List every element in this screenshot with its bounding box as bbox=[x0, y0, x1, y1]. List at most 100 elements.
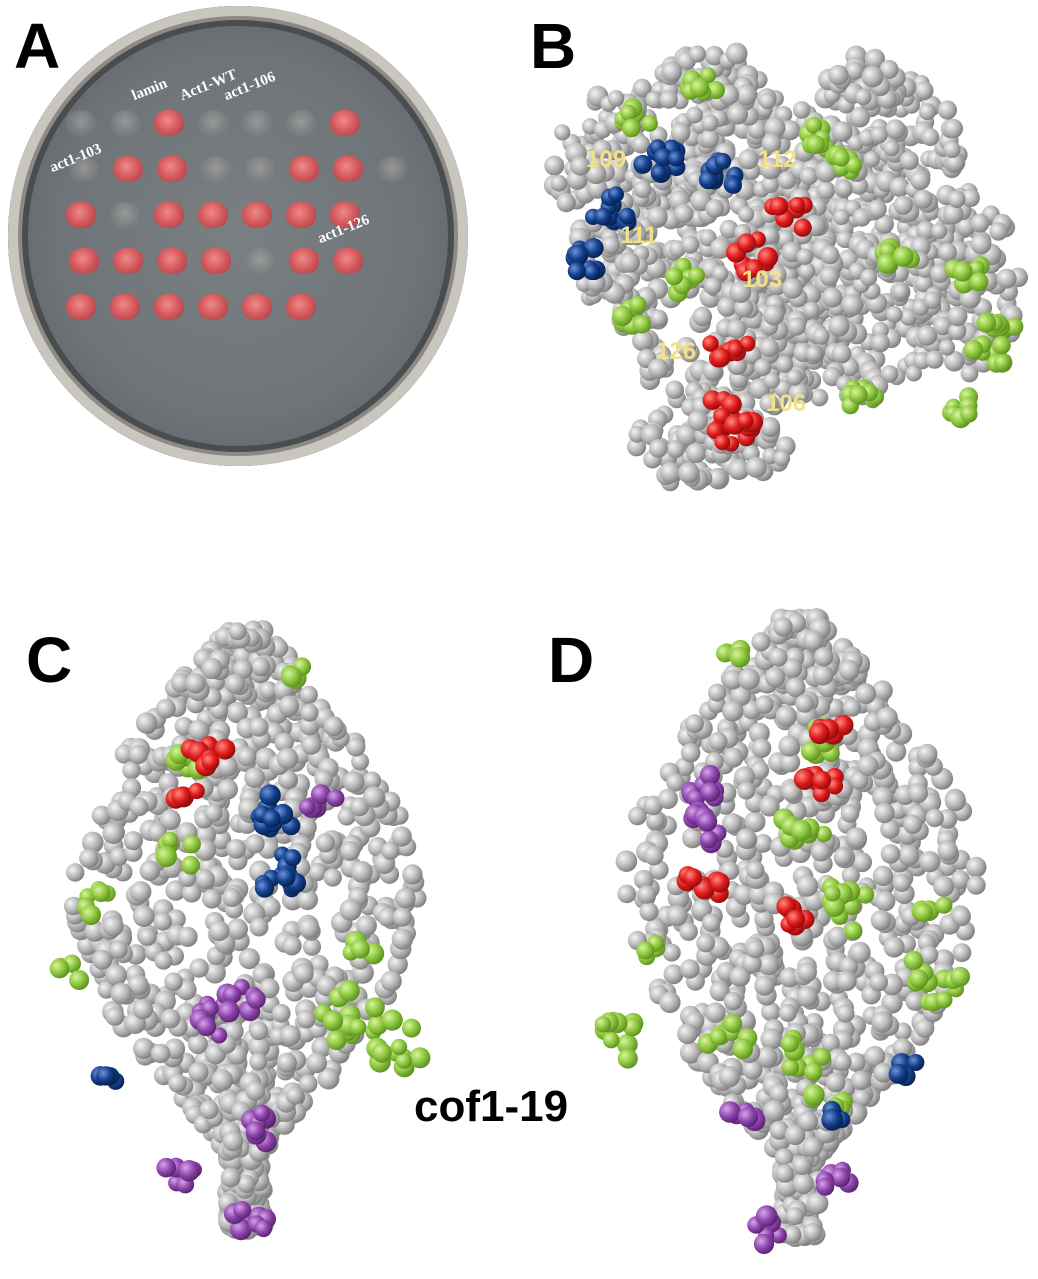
atom-sphere bbox=[633, 180, 652, 199]
colony-spot bbox=[242, 294, 272, 320]
atom-sphere bbox=[155, 845, 177, 868]
atom-sphere bbox=[848, 385, 868, 405]
atom-sphere bbox=[760, 416, 781, 438]
atom-sphere bbox=[641, 115, 658, 132]
atom-sphere bbox=[676, 336, 697, 357]
atom-sphere bbox=[620, 104, 637, 122]
atom-sphere bbox=[249, 1021, 269, 1041]
atom-sphere bbox=[775, 705, 797, 727]
atom-sphere bbox=[647, 206, 668, 227]
atom-sphere bbox=[760, 1028, 782, 1050]
atom-sphere bbox=[627, 437, 647, 457]
atom-sphere bbox=[377, 907, 398, 927]
colony-spot bbox=[245, 248, 275, 274]
atom-sphere bbox=[674, 203, 694, 224]
atom-sphere bbox=[675, 424, 698, 446]
atom-sphere bbox=[892, 283, 909, 300]
atom-sphere bbox=[969, 272, 989, 292]
atom-sphere bbox=[758, 954, 780, 976]
atom-sphere bbox=[618, 207, 636, 225]
atom-sphere bbox=[786, 909, 805, 929]
atom-sphere bbox=[729, 646, 751, 668]
atom-sphere bbox=[781, 781, 802, 802]
atom-sphere bbox=[996, 268, 1017, 289]
atom-sphere bbox=[567, 262, 586, 281]
atom-sphere bbox=[707, 468, 728, 489]
atom-sphere bbox=[222, 888, 242, 908]
atom-sphere bbox=[914, 274, 933, 293]
atom-sphere bbox=[387, 954, 408, 975]
atom-sphere bbox=[951, 906, 971, 927]
atom-sphere bbox=[903, 950, 924, 971]
atom-sphere bbox=[178, 1160, 200, 1182]
atom-sphere bbox=[601, 235, 620, 255]
atom-sphere bbox=[226, 918, 248, 940]
atom-sphere bbox=[391, 826, 412, 847]
atom-sphere bbox=[821, 1108, 844, 1131]
atom-sphere bbox=[728, 458, 750, 481]
atom-sphere bbox=[729, 966, 751, 987]
atom-sphere bbox=[744, 811, 766, 833]
atom-sphere bbox=[636, 941, 655, 960]
atom-sphere bbox=[704, 45, 725, 66]
colony-spot bbox=[333, 248, 363, 274]
atom-sphere bbox=[719, 219, 739, 239]
atom-sphere bbox=[298, 1074, 318, 1093]
atom-sphere bbox=[925, 808, 944, 828]
atom-sphere bbox=[280, 1025, 301, 1046]
atom-sphere bbox=[935, 991, 953, 1009]
residue-label-126: 126 bbox=[656, 338, 697, 365]
atom-sphere bbox=[159, 809, 181, 831]
atom-sphere bbox=[903, 814, 923, 834]
atom-sphere bbox=[254, 878, 275, 898]
atom-sphere bbox=[948, 322, 967, 341]
atom-sphere bbox=[735, 84, 757, 106]
atom-sphere bbox=[870, 909, 892, 931]
atom-sphere bbox=[961, 188, 980, 208]
atom-sphere bbox=[723, 991, 743, 1011]
atom-sphere bbox=[810, 388, 829, 407]
atom-sphere bbox=[872, 680, 893, 701]
atom-sphere bbox=[806, 1192, 829, 1215]
atom-sphere bbox=[259, 784, 281, 806]
atom-sphere bbox=[852, 852, 872, 873]
atom-sphere bbox=[133, 905, 155, 927]
atom-sphere bbox=[763, 1099, 785, 1122]
atom-sphere bbox=[725, 42, 748, 65]
residue-label-109: 109 bbox=[586, 146, 627, 173]
atom-sphere bbox=[729, 281, 752, 304]
atom-sphere bbox=[750, 760, 770, 780]
atom-sphere bbox=[249, 917, 269, 937]
colony-spot bbox=[198, 202, 228, 228]
atom-sphere bbox=[617, 884, 636, 904]
atom-sphere bbox=[790, 819, 812, 842]
atom-sphere bbox=[738, 149, 759, 170]
atom-sphere bbox=[960, 405, 978, 423]
atom-sphere bbox=[855, 683, 876, 705]
atom-sphere bbox=[786, 369, 803, 386]
atom-sphere bbox=[741, 953, 762, 974]
atom-sphere bbox=[165, 880, 186, 901]
atom-sphere bbox=[909, 969, 929, 989]
atom-sphere bbox=[570, 156, 590, 176]
atom-sphere bbox=[841, 866, 860, 885]
atom-sphere bbox=[102, 915, 124, 937]
atom-sphere bbox=[751, 632, 771, 652]
atom-sphere bbox=[867, 199, 887, 219]
colony-spot bbox=[198, 294, 228, 320]
atom-sphere bbox=[893, 195, 913, 215]
atom-sphere bbox=[712, 265, 729, 282]
atom-sphere bbox=[284, 849, 302, 867]
atom-sphere bbox=[356, 915, 377, 936]
atom-sphere bbox=[759, 338, 779, 358]
atom-sphere bbox=[925, 350, 944, 369]
colony-spot bbox=[154, 110, 184, 136]
atom-sphere bbox=[761, 175, 780, 194]
atom-sphere bbox=[816, 1177, 835, 1196]
atom-sphere bbox=[899, 308, 917, 326]
atom-sphere bbox=[709, 237, 731, 259]
panel-letter-d: D bbox=[548, 624, 595, 696]
atom-sphere bbox=[79, 848, 99, 869]
atom-sphere bbox=[237, 1174, 256, 1193]
atom-sphere bbox=[738, 668, 760, 690]
